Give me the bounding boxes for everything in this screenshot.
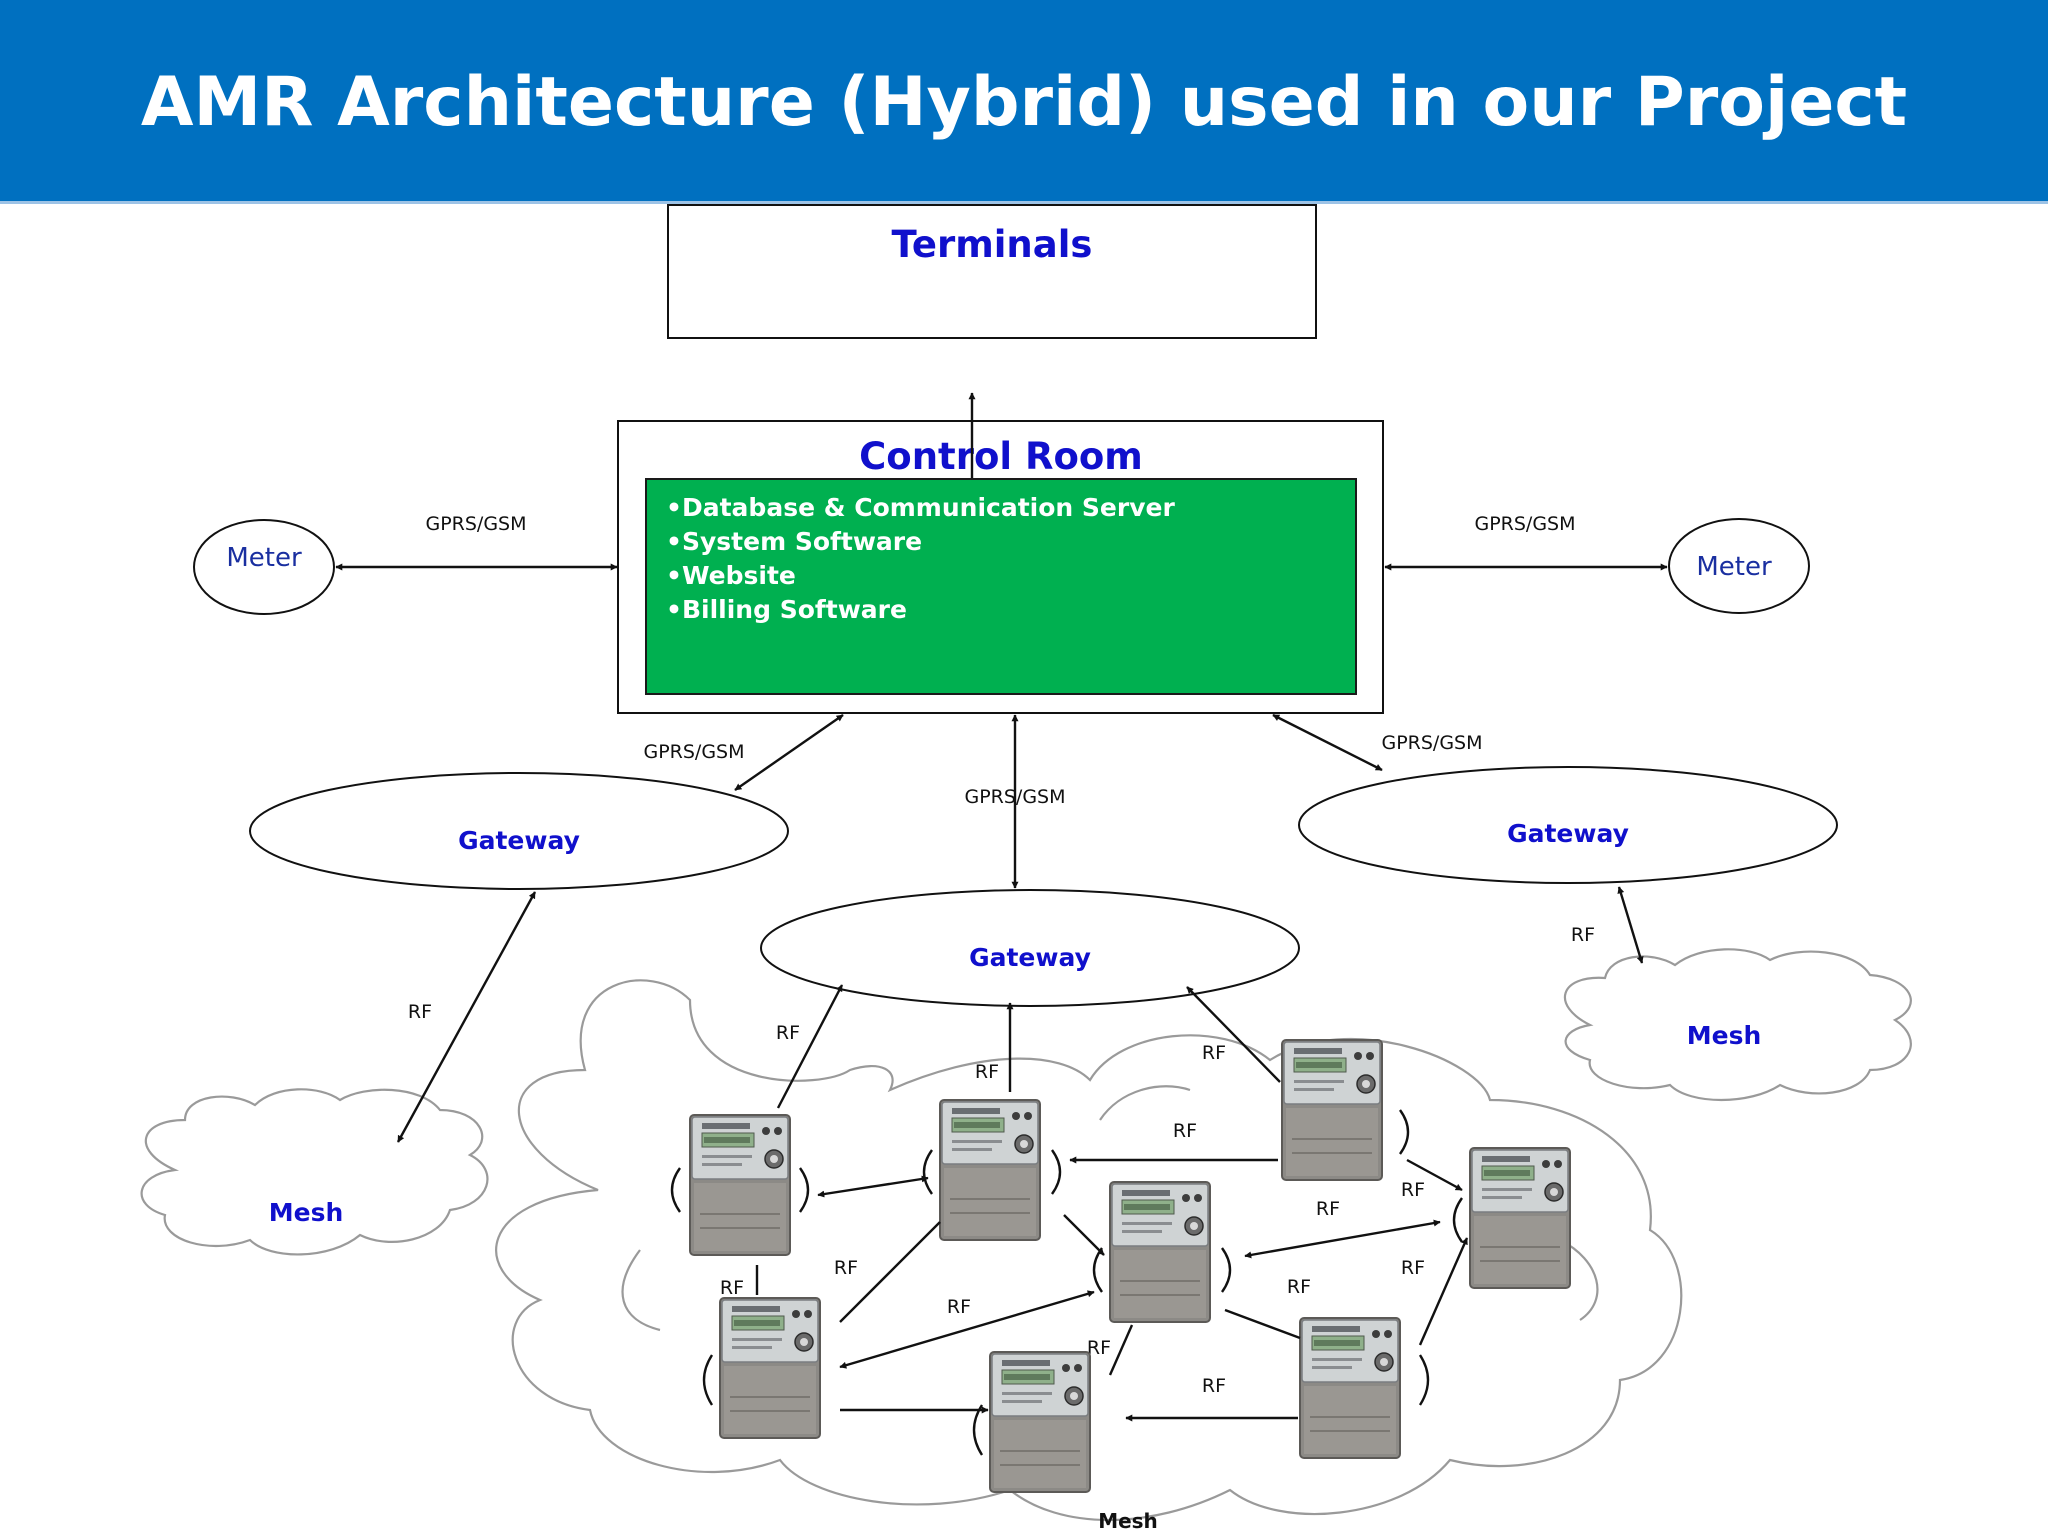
label-gprs-gateway-right: GPRS/GSM xyxy=(1381,732,1482,754)
edge-mesh-gateway-3 xyxy=(1186,986,1281,1083)
rf-label-12: RF xyxy=(1202,1375,1226,1397)
mesh-meter-4 xyxy=(1469,1147,1571,1289)
edge-mesh-i xyxy=(839,1290,1095,1369)
control-room-box: Control Room •Database & Communication S… xyxy=(617,420,1384,714)
control-room-item-database: •Database & Communication Server xyxy=(666,493,1175,522)
rf-label-9: RF xyxy=(1401,1257,1425,1279)
control-room-item-website: •Website xyxy=(666,561,796,590)
slide-title: AMR Architecture (Hybrid) used in our Pr… xyxy=(140,63,1908,142)
meter-right-label: Meter xyxy=(1696,552,1772,582)
edge-mesh-gateway-1 xyxy=(776,984,844,1109)
edge-mesh-f xyxy=(1418,1237,1469,1346)
meter-right: Meter xyxy=(1668,518,1810,614)
mesh-bottom-label: Mesh xyxy=(1098,1509,1158,1533)
rf-label-2: RF xyxy=(975,1061,999,1083)
mesh-meter-3 xyxy=(1281,1039,1383,1181)
edge-gateway-left-mesh xyxy=(396,891,537,1143)
edge-mesh-e xyxy=(1406,1158,1463,1192)
control-room-item-billing: •Billing Software xyxy=(666,595,907,624)
terminals-label: Terminals xyxy=(892,223,1093,266)
gateway-center: Gateway xyxy=(760,889,1300,1007)
label-rf-gateway-right: RF xyxy=(1571,924,1595,946)
mesh-meter-6 xyxy=(719,1297,821,1439)
mesh-meter-8 xyxy=(989,1351,1091,1493)
edge-control-gateway-right xyxy=(1272,713,1383,772)
rf-label-1: RF xyxy=(776,1022,800,1044)
label-gprs-meter-left: GPRS/GSM xyxy=(425,513,526,535)
rf-label-3: RF xyxy=(1202,1042,1226,1064)
label-gprs-meter-right: GPRS/GSM xyxy=(1474,513,1575,535)
edge-control-gateway-left xyxy=(734,714,844,791)
mesh-meter-7 xyxy=(1299,1317,1401,1459)
terminals-box: Terminals xyxy=(667,204,1317,339)
gateway-right-label: Gateway xyxy=(1507,819,1629,848)
label-rf-gateway-left: RF xyxy=(408,1001,432,1023)
meter-brackets xyxy=(670,1109,1463,1456)
gateway-center-label: Gateway xyxy=(969,943,1091,972)
rf-label-7: RF xyxy=(834,1257,858,1279)
meter-left-label: Meter xyxy=(226,543,302,573)
control-room-item-system-software: •System Software xyxy=(666,527,922,556)
edge-mesh-m xyxy=(1224,1308,1301,1340)
rf-label-8: RF xyxy=(720,1277,744,1299)
mesh-right-label: Mesh xyxy=(1687,1021,1762,1050)
rf-label-11: RF xyxy=(947,1296,971,1318)
edge-mesh-d xyxy=(1244,1219,1441,1259)
control-room-title: Control Room xyxy=(859,435,1143,478)
gateway-right: Gateway xyxy=(1298,766,1838,884)
edge-mesh-c xyxy=(1063,1214,1105,1256)
meter-left: Meter xyxy=(193,519,335,615)
gateway-left-label: Gateway xyxy=(458,826,580,855)
rf-label-4: RF xyxy=(1173,1120,1197,1142)
mesh-rf-labels: RF RF RF RF RF RF RF RF RF RF RF RF RF xyxy=(720,1022,1425,1397)
rf-label-6: RF xyxy=(1316,1198,1340,1220)
edge-gateway-right-mesh xyxy=(1617,886,1644,964)
slide-header: AMR Architecture (Hybrid) used in our Pr… xyxy=(0,0,2048,204)
label-gprs-gateway-center: GPRS/GSM xyxy=(964,786,1065,808)
mesh-meter-2 xyxy=(939,1099,1041,1241)
gateway-left: Gateway xyxy=(249,772,789,890)
mesh-meter-1 xyxy=(689,1114,791,1256)
edge-mesh-l xyxy=(1108,1324,1134,1376)
mesh-meter-5 xyxy=(1109,1181,1211,1323)
mesh-cloud-left: Mesh xyxy=(140,1088,489,1256)
label-gprs-gateway-left: GPRS/GSM xyxy=(643,741,744,763)
edge-mesh-a xyxy=(817,1175,929,1198)
control-room-panel xyxy=(645,478,1357,695)
rf-label-10: RF xyxy=(1287,1276,1311,1298)
mesh-cloud-right: Mesh xyxy=(1563,948,1912,1102)
rf-label-5: RF xyxy=(1401,1179,1425,1201)
mesh-left-label: Mesh xyxy=(269,1198,344,1227)
